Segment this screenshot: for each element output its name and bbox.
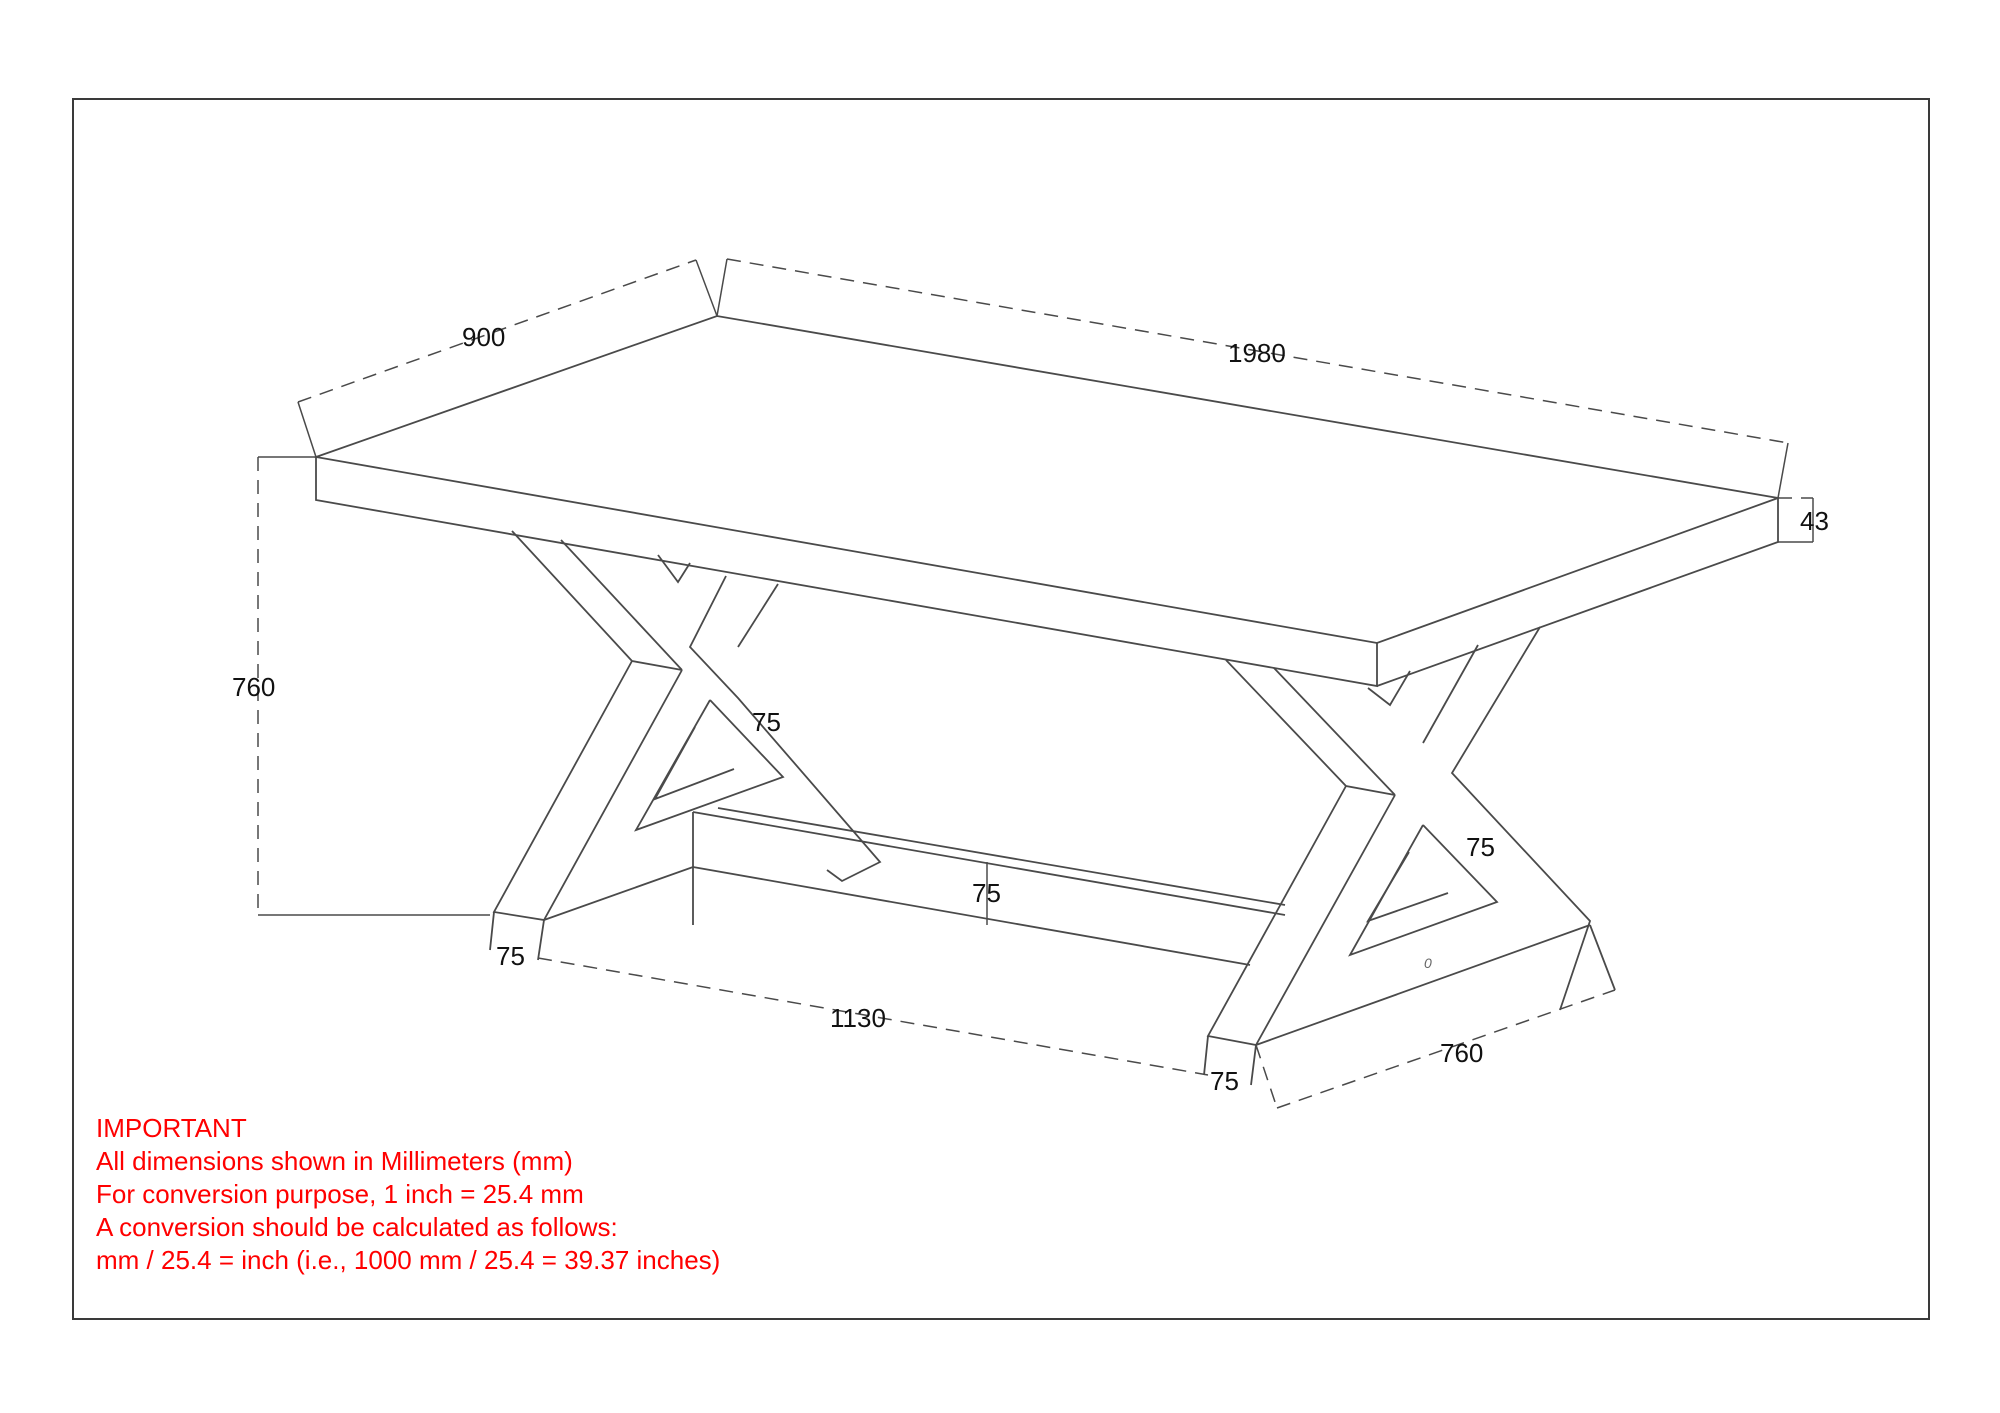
dim-overall-height: 760 xyxy=(232,672,275,702)
important-notes: IMPORTANT All dimensions shown in Millim… xyxy=(96,1112,720,1277)
note-line: A conversion should be calculated as fol… xyxy=(96,1212,618,1242)
note-line: mm / 25.4 = inch (i.e., 1000 mm / 25.4 =… xyxy=(96,1245,721,1275)
stretcher xyxy=(692,807,1286,966)
right-foot-edge xyxy=(1250,1044,1257,1086)
note-line: For conversion purpose, 1 inch = 25.4 mm xyxy=(96,1179,584,1209)
right-foot-edge xyxy=(1203,1035,1209,1076)
dim-leg-span: 1130 xyxy=(830,1003,886,1033)
dim-stretcher-height: 75 xyxy=(972,878,1001,908)
note-line: All dimensions shown in Millimeters (mm) xyxy=(96,1146,573,1176)
dim-top-thickness: 43 xyxy=(1800,506,1829,536)
small-mark: 0 xyxy=(1424,955,1432,971)
extension-lines xyxy=(258,258,1814,925)
dim-x-member-left: 75 xyxy=(752,707,781,737)
drawing-border xyxy=(72,98,1930,1320)
dimension-lines xyxy=(257,258,1813,1109)
left-foot-edge xyxy=(489,911,495,951)
dim-x-member-right: 75 xyxy=(1466,832,1495,862)
dim-top-depth: 900 xyxy=(462,322,505,352)
left-x-leg xyxy=(492,530,882,925)
tabletop-front-edge xyxy=(315,457,1378,688)
dim-leg-width-left: 75 xyxy=(496,941,525,971)
table-outline xyxy=(312,315,1782,1086)
tabletop-side-edge xyxy=(1376,498,1779,687)
dim-top-length: 1980 xyxy=(1228,338,1286,368)
tabletop-face xyxy=(312,315,1782,644)
dim-base-depth: 760 xyxy=(1440,1038,1483,1068)
right-x-leg xyxy=(1206,626,1616,1047)
left-foot-edge xyxy=(537,919,545,961)
notes-heading: IMPORTANT xyxy=(96,1113,247,1143)
dim-leg-width-right: 75 xyxy=(1210,1066,1239,1096)
